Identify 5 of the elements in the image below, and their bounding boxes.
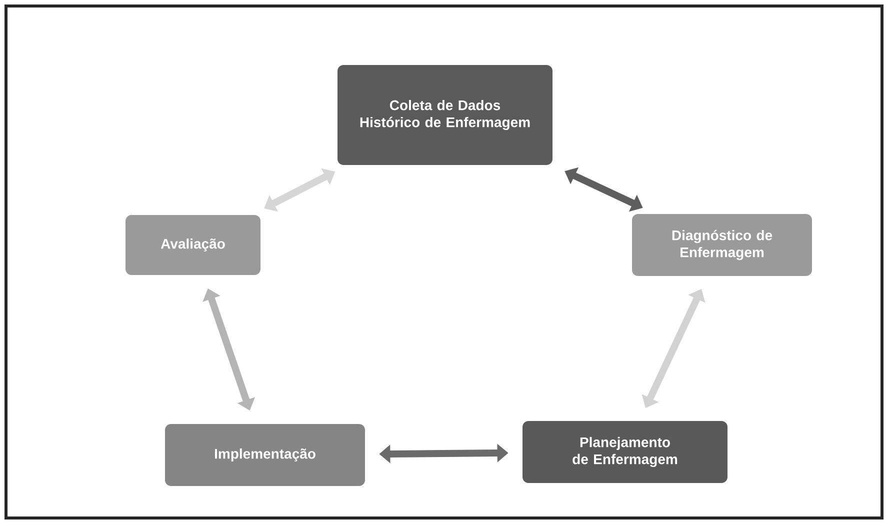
process-box: Implementação [165, 424, 365, 486]
process-box: Diagnóstico de Enfermagem [632, 214, 812, 276]
process-box: Planejamento de Enfermagem [522, 421, 728, 483]
process-box: Coleta de Dados Histórico de Enfermagem [338, 65, 552, 165]
process-box: Avaliação [126, 215, 260, 275]
